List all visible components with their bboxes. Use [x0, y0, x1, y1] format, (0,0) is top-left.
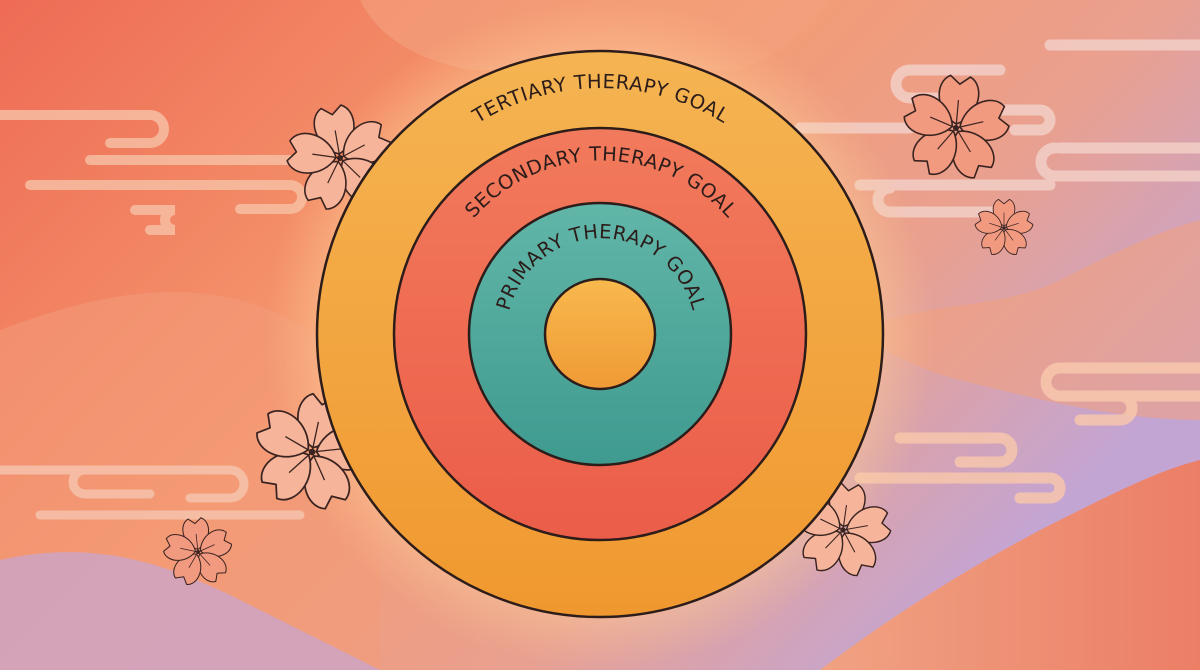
cherry-blossom-icon — [903, 74, 1010, 179]
cherry-blossom-icon — [974, 198, 1034, 255]
cloud-swirl — [854, 362, 1200, 504]
center-target — [543, 277, 657, 391]
cherry-blossom-icon — [796, 481, 892, 577]
cloud-swirl — [0, 465, 305, 520]
background-wave — [0, 552, 380, 670]
cherry-blossom-icon — [163, 517, 233, 586]
background-wave — [820, 460, 1200, 670]
